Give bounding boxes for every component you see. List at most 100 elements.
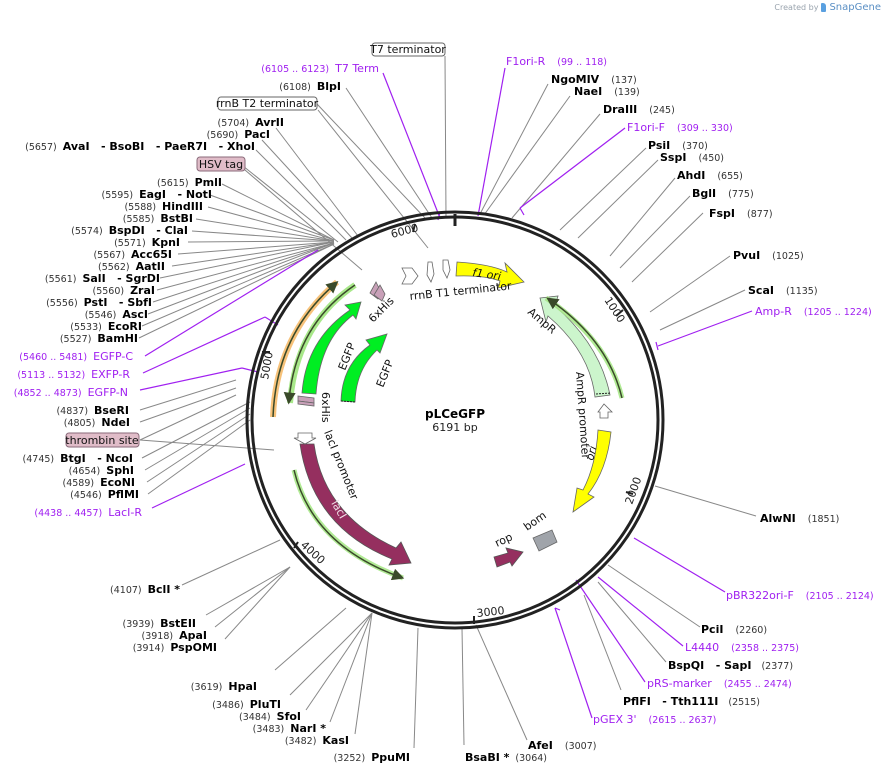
ampr-promoter-label: AmpR promoter — [573, 371, 592, 460]
orf-orange[interactable] — [270, 279, 339, 418]
ori-label: ori — [583, 445, 599, 462]
enzyme-label[interactable]: (6108)BlpI — [279, 80, 341, 93]
enzyme-label[interactable]: DraIII(245) — [603, 103, 675, 116]
enzyme-label[interactable]: (4589)EcoNI — [63, 476, 135, 489]
enzyme-label[interactable]: FspI(877) — [709, 207, 773, 220]
plasmid-length: 6191 bp — [432, 421, 477, 434]
enzyme-label[interactable]: AlwNI(1851) — [760, 512, 839, 525]
enzyme-label[interactable]: (5585)BstBI — [123, 212, 193, 225]
t7-terminator-label: T7 terminator — [369, 43, 446, 56]
enzyme-label[interactable]: BglI(775) — [692, 187, 754, 200]
enzyme-label[interactable]: (5533)EcoRI — [70, 320, 142, 333]
enzyme-label[interactable]: (5588)HindIII — [124, 200, 203, 213]
enzyme-label[interactable]: (4745)BtgI - NcoI — [23, 452, 133, 465]
rrnb-t2-label: rrnB T2 terminator — [216, 97, 319, 110]
enzyme-label[interactable]: (4805)NdeI — [64, 416, 130, 429]
enzyme-label[interactable]: (5615)PmlI — [157, 176, 222, 189]
enzyme-label[interactable]: (5690)PacI — [207, 128, 270, 141]
enzyme-label[interactable]: (5527)BamHI — [60, 332, 138, 345]
primer-label[interactable]: Amp-R(1205 .. 1224) — [755, 305, 872, 318]
enzyme-label[interactable]: BspQI - SapI(2377) — [668, 659, 793, 672]
enzyme-label[interactable]: (4654)SphI — [69, 464, 134, 477]
primer-label[interactable]: F1ori-R(99 .. 118) — [506, 55, 607, 68]
primer-label[interactable]: pRS-marker(2455 .. 2474) — [647, 677, 792, 690]
feature-ori[interactable]: ori — [572, 429, 612, 513]
primer-label[interactable]: (5113 .. 5132)EXFP-R — [17, 368, 130, 381]
f1-ori-label: f1 ori — [472, 266, 502, 283]
enzyme-label[interactable]: (3486)PluTI — [212, 698, 281, 711]
enzyme-label[interactable]: (5657)AvaI - BsoBI - PaeR7I - XhoI — [25, 140, 255, 153]
enzyme-label[interactable]: (3914)PspOMI — [133, 641, 217, 654]
enzyme-label[interactable]: NgoMIV(137) — [551, 73, 637, 86]
enzyme-label[interactable]: PvuI(1025) — [733, 249, 804, 262]
tick-6000: 6000 — [389, 221, 419, 241]
backbone-ring — [245, 210, 665, 630]
enzyme-label[interactable]: (5560)ZraI — [92, 284, 155, 297]
enzyme-label[interactable]: BsaBI *(3064) — [465, 751, 547, 764]
enzyme-label[interactable]: (3918)ApaI — [142, 629, 208, 642]
primer-label[interactable]: (4852 .. 4873)EGFP-N — [14, 386, 128, 399]
enzyme-label[interactable]: AfeI(3007) — [528, 739, 596, 752]
snapgene-credit: Created by SnapGene — [774, 2, 881, 13]
enzyme-label[interactable]: (3484)SfoI — [239, 710, 301, 723]
enzyme-label[interactable]: (5571)KpnI — [114, 236, 180, 249]
primer-labels-right: F1ori-R(99 .. 118) F1ori-F(309 .. 330) A… — [506, 55, 874, 726]
enzyme-label[interactable]: (5546)AscI — [85, 308, 148, 321]
enzyme-label[interactable]: (4837)BseRI — [56, 404, 129, 417]
enzyme-label[interactable]: (4107)BclI * — [110, 583, 180, 596]
enzyme-label[interactable]: PsiI(370) — [648, 139, 708, 152]
credit-brand: SnapGene — [829, 2, 881, 13]
enzyme-label[interactable]: (3252)PpuMI — [334, 751, 410, 764]
feature-laci[interactable]: lacI — [291, 443, 412, 581]
credit-prefix: Created by — [774, 3, 819, 12]
primer-label[interactable]: (6105 .. 6123)T7 Term — [261, 62, 379, 75]
primer-label[interactable]: (5460 .. 5481)EGFP-C — [19, 350, 133, 363]
enzyme-leader-lines-right — [139, 55, 757, 746]
orf-green[interactable] — [283, 282, 357, 405]
rop-label: rop — [493, 530, 515, 549]
enzyme-labels-right: NgoMIV(137) NaeI(139) DraIII(245) PsiI(3… — [465, 73, 839, 764]
hsv-tag-label: HSV tag — [199, 158, 243, 171]
feature-ampr-promoter[interactable]: AmpR promoter — [573, 371, 613, 460]
primer-label[interactable]: F1ori-F(309 .. 330) — [627, 121, 733, 134]
plasmid-name: pLCeGFP — [425, 407, 485, 421]
enzyme-label[interactable]: PflFI - Tth111I(2515) — [623, 695, 760, 708]
enzyme-label[interactable]: (5595)EagI - NotI — [102, 188, 213, 201]
tick-5000: 5000 — [258, 351, 276, 381]
enzyme-label[interactable]: SspI(450) — [660, 151, 724, 164]
thrombin-site-label: thrombin site — [65, 434, 139, 447]
enzyme-label[interactable]: (3482)KasI — [285, 734, 349, 747]
primer-labels-left: (6105 .. 6123)T7 Term (5460 .. 5481)EGFP… — [14, 62, 379, 519]
primer-leader-lines — [139, 67, 753, 719]
feature-f1-ori[interactable]: f1 ori — [455, 261, 525, 289]
rrnb-t1-label: rrnB T1 terminator — [409, 279, 513, 303]
enzyme-label[interactable]: (5556)PstI - SbfI — [46, 296, 152, 309]
enzyme-label[interactable]: (5574)BspDI - ClaI — [71, 224, 188, 237]
feature-ampr[interactable]: AmpR — [525, 295, 625, 399]
enzyme-label[interactable]: (5562)AatII — [98, 260, 165, 273]
enzyme-label[interactable]: (3939)BstEII — [123, 617, 196, 630]
primer-label[interactable]: L4440(2358 .. 2375) — [685, 641, 799, 654]
enzyme-label[interactable]: (3483)NarI * — [253, 722, 327, 735]
box-rrnb-t2[interactable]: rrnB T2 terminator — [216, 96, 319, 111]
enzyme-label[interactable]: AhdI(655) — [677, 169, 743, 182]
enzyme-label[interactable]: PciI(2260) — [701, 623, 767, 636]
enzyme-label[interactable]: ScaI(1135) — [748, 284, 818, 297]
enzyme-leader-lines — [138, 87, 433, 749]
enzyme-labels-left: (6108)BlpI (5704)AvrII (5690)PacI (5657)… — [23, 80, 410, 764]
box-thrombin-site[interactable]: thrombin site — [65, 432, 140, 448]
enzyme-label[interactable]: (3619)HpaI — [191, 680, 257, 693]
enzyme-label[interactable]: (5567)Acc65I — [93, 248, 172, 261]
enzyme-label[interactable]: NaeI(139) — [574, 85, 640, 98]
box-t7-terminator[interactable]: T7 terminator — [369, 42, 446, 57]
feature-rop[interactable]: rop — [493, 530, 524, 568]
box-hsv-tag[interactable]: HSV tag — [196, 156, 246, 172]
primer-label[interactable]: pGEX 3'(2615 .. 2637) — [593, 713, 716, 726]
enzyme-label[interactable]: (5704)AvrII — [218, 116, 285, 129]
primer-label[interactable]: pBR322ori-F(2105 .. 2124) — [726, 589, 874, 602]
feature-bom[interactable]: bom — [521, 509, 558, 552]
enzyme-label[interactable]: (5561)SalI - SgrDI — [45, 272, 160, 285]
primer-label[interactable]: (4438 .. 4457)LacI-R — [34, 506, 142, 519]
enzyme-label[interactable]: (4546)PflMI — [70, 488, 139, 501]
